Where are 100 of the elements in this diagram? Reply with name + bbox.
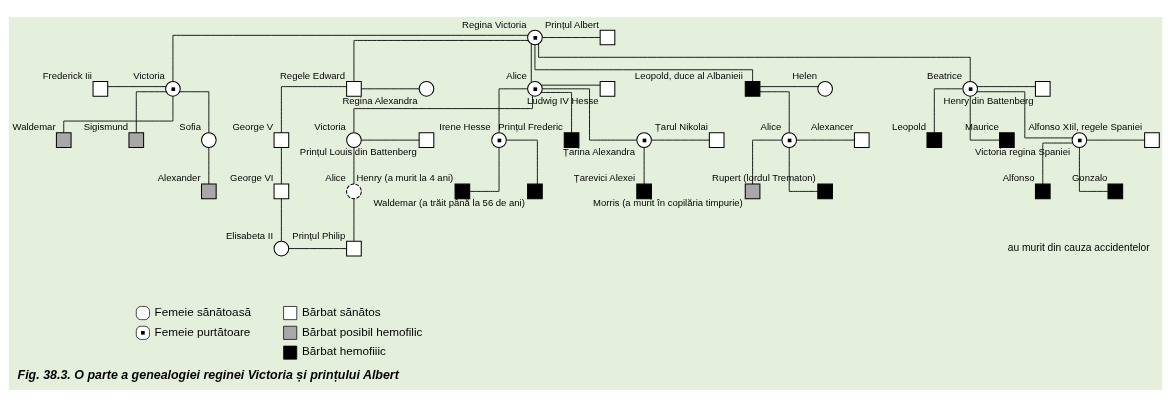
node-label: Frederick Iii	[42, 69, 92, 81]
label: au murit din cauza accidentelor	[1007, 242, 1150, 254]
node-label: Alexander	[157, 172, 201, 184]
node-circle	[817, 80, 833, 97]
connector	[752, 139, 783, 185]
node-box	[926, 132, 943, 148]
connector	[208, 147, 210, 185]
connector	[353, 147, 355, 185]
node-label: Morris (a murit în copilăria timpurie)	[593, 197, 743, 209]
node-label: Leopold, duce al Albanieii	[634, 69, 743, 81]
connector	[976, 91, 1073, 139]
connector	[541, 88, 638, 141]
connector	[540, 92, 573, 134]
node-box	[273, 183, 290, 200]
node-label: Regina Victoria	[462, 18, 527, 30]
node-circle	[527, 29, 543, 46]
node-circle	[527, 80, 543, 97]
legend-label: Bărbat posibil hemofilic	[301, 324, 423, 338]
node-label: Elisabeta II	[225, 229, 274, 241]
connector	[353, 40, 529, 82]
node-box	[563, 132, 580, 148]
node-box	[1034, 183, 1051, 200]
connector	[353, 198, 355, 242]
node-label: Regina Alexandra	[342, 94, 418, 106]
node-label: Prințul Albert	[544, 18, 599, 30]
node-box	[418, 132, 435, 148]
node-label: Sigismund	[83, 121, 129, 133]
node-circle	[491, 132, 507, 148]
node-label: Alexancer	[810, 121, 854, 133]
legend-label: Femeie sănătoasă	[154, 304, 252, 318]
node-label: Țarina Alexandra	[563, 146, 636, 158]
node-label: Alfonso XIil, regele Spaniei	[1028, 121, 1143, 133]
connector	[361, 88, 420, 90]
node-circle	[418, 80, 435, 97]
node-box	[999, 132, 1015, 148]
node-label: George VI	[230, 172, 274, 184]
node-box	[527, 183, 543, 200]
connector	[288, 248, 348, 249]
node-box	[744, 183, 761, 200]
connector	[796, 139, 855, 141]
node-box	[273, 132, 290, 148]
connector	[506, 139, 538, 185]
legend-label: Bărbat hemofiiic	[301, 344, 386, 358]
legend-label: Femeie purtătoare	[154, 324, 251, 338]
connector	[179, 91, 210, 134]
connector	[651, 139, 710, 141]
node-box	[1144, 132, 1160, 148]
node-label: Victoria	[133, 69, 165, 81]
legend-label: Bărbat sănătos	[301, 304, 381, 318]
node-box	[599, 80, 616, 97]
connector	[977, 86, 1036, 88]
node-label: George V	[232, 121, 274, 133]
node-box	[744, 80, 761, 97]
connector	[933, 88, 964, 134]
caption: Fig. 38.3. O parte a genealogiei reginei Victoria și prințului Albert	[17, 368, 399, 383]
node-box	[708, 132, 725, 148]
connector	[1042, 142, 1074, 185]
connector	[788, 147, 818, 192]
node-label: Țarevici Alexei	[573, 172, 636, 184]
connector	[498, 88, 528, 134]
node-box	[92, 80, 109, 97]
node-box	[853, 132, 870, 148]
connector	[135, 91, 167, 134]
connector	[759, 91, 790, 134]
connector	[759, 86, 819, 88]
node-box	[128, 132, 145, 148]
node-circle	[346, 183, 362, 200]
node-label: Henry din Battenberg	[943, 94, 1034, 106]
connector	[280, 147, 282, 185]
node-box	[636, 183, 652, 200]
connector	[361, 139, 420, 141]
node-label: Prințul Frederic	[498, 121, 563, 133]
connector	[107, 86, 167, 88]
connector	[353, 95, 533, 133]
connector	[538, 43, 971, 82]
node-label: Leopold	[892, 121, 926, 133]
node-box	[55, 132, 72, 148]
node-label: Helen	[792, 69, 818, 81]
node-label: Alfonso	[1002, 172, 1035, 184]
connector	[534, 44, 754, 82]
node-box	[1107, 183, 1124, 200]
connector	[280, 198, 282, 242]
node-label: Regele Edward	[280, 69, 346, 81]
node-circle	[781, 132, 798, 148]
node-box	[599, 29, 616, 46]
node-label: Victoria	[314, 121, 346, 133]
node-label: Țarul Nikolai	[655, 121, 708, 133]
node-box	[201, 183, 217, 200]
node-label: Alice	[325, 172, 346, 184]
node-label: Prințul Philip	[292, 229, 346, 241]
connector	[172, 34, 529, 82]
connector	[643, 147, 645, 185]
node-circle	[165, 80, 181, 97]
connector	[280, 86, 347, 134]
node-circle	[346, 132, 362, 148]
node-box	[346, 240, 362, 257]
node-circle	[962, 80, 979, 97]
node-box	[1034, 80, 1051, 97]
node-label: Alice	[760, 121, 782, 133]
node-label: Waldemar	[12, 121, 56, 133]
